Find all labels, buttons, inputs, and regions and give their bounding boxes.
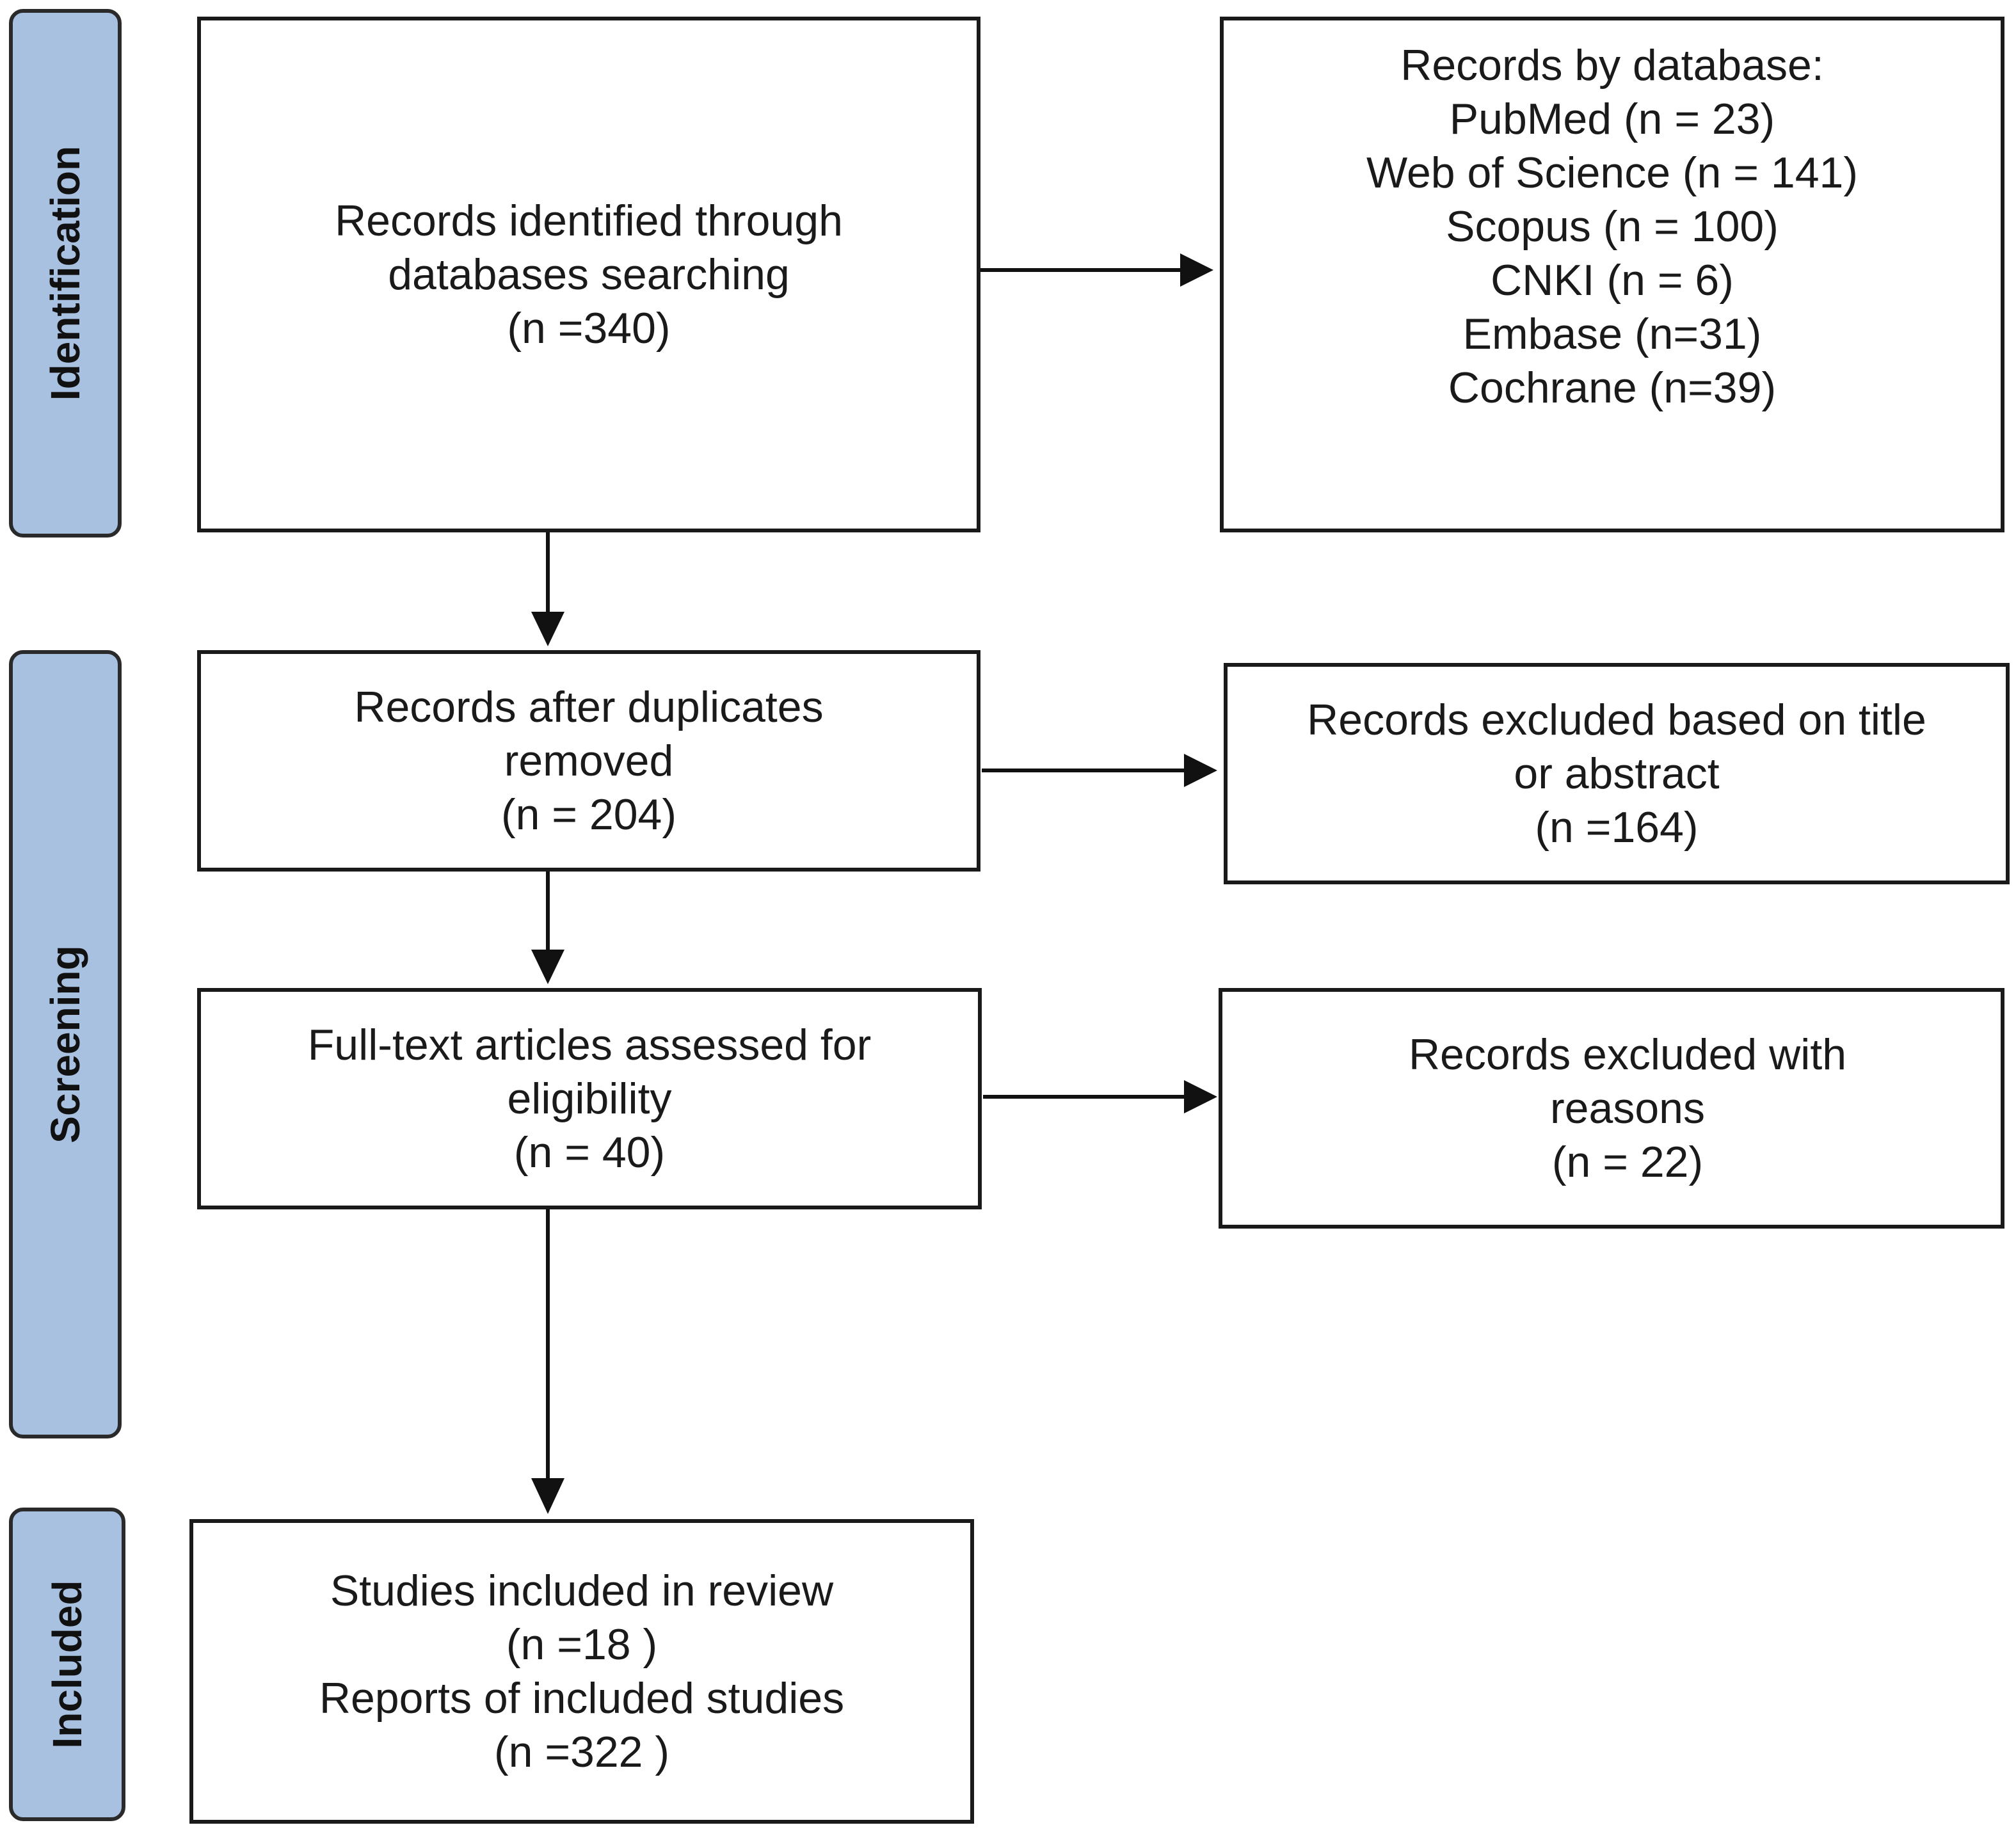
text-line: (n =340) xyxy=(507,304,671,353)
arrow-full-text-to-included xyxy=(531,1209,564,1514)
box-after-duplicates: Records after duplicates removed (n = 20… xyxy=(197,650,980,872)
text-line: Records excluded based on title xyxy=(1307,696,1926,744)
box-studies-included: Studies included in review (n =18 ) Repo… xyxy=(189,1519,974,1824)
box-records-by-database: Records by database: PubMed (n = 23) Web… xyxy=(1220,17,2004,532)
text-line: (n = 204) xyxy=(500,790,677,839)
phase-tab-screening: Screening xyxy=(9,650,122,1438)
text-line: or abstract xyxy=(1514,749,1720,798)
text-line: Web of Science (n = 141) xyxy=(1366,148,1858,197)
arrow-identified-to-duplicates xyxy=(531,532,564,646)
text-line: Reports of included studies xyxy=(319,1674,845,1723)
box-excluded-title-abstract: Records excluded based on title or abstr… xyxy=(1224,663,2010,884)
arrow-full-text-to-excluded-reasons xyxy=(983,1080,1217,1113)
phase-tab-included: Included xyxy=(9,1508,125,1821)
box-studies-included-text: Studies included in review (n =18 ) Repo… xyxy=(319,1564,844,1779)
arrow-duplicates-to-excluded-title xyxy=(982,754,1217,787)
text-line: reasons xyxy=(1550,1084,1705,1133)
text-line: Records after duplicates xyxy=(354,683,824,731)
text-line: Studies included in review xyxy=(330,1566,834,1615)
text-line: (n =164) xyxy=(1535,803,1699,852)
text-line: Cochrane (n=39) xyxy=(1448,363,1777,412)
box-excluded-title-abstract-text: Records excluded based on title or abstr… xyxy=(1307,693,1926,854)
text-line: CNKI (n = 6) xyxy=(1491,256,1734,305)
box-after-duplicates-text: Records after duplicates removed (n = 20… xyxy=(354,680,823,841)
text-line: Records identified through xyxy=(335,196,843,245)
phase-tab-identification: Identification xyxy=(9,9,122,538)
text-line: (n = 40) xyxy=(513,1128,666,1177)
text-line: Records excluded with xyxy=(1408,1030,1847,1079)
text-line: removed xyxy=(504,737,674,785)
text-line: PubMed (n = 23) xyxy=(1449,95,1775,143)
text-line: (n =322 ) xyxy=(493,1728,670,1776)
box-records-identified: Records identified through databases sea… xyxy=(197,17,980,532)
text-line: databases searching xyxy=(388,250,790,299)
box-full-text-assessed-text: Full-text articles assessed for eligibil… xyxy=(308,1018,872,1179)
box-records-identified-text: Records identified through databases sea… xyxy=(335,194,843,355)
text-line: eligibility xyxy=(507,1074,672,1123)
text-line: (n = 22) xyxy=(1551,1138,1704,1186)
text-line: (n =18 ) xyxy=(506,1620,658,1669)
arrow-identified-to-database xyxy=(980,253,1213,287)
arrow-duplicates-to-full-text xyxy=(531,872,564,984)
text-line: Records by database: xyxy=(1400,41,1824,90)
box-full-text-assessed: Full-text articles assessed for eligibil… xyxy=(197,988,982,1209)
text-line: Embase (n=31) xyxy=(1462,310,1762,358)
text-line: Full-text articles assessed for xyxy=(307,1021,872,1069)
box-records-by-database-text: Records by database: PubMed (n = 23) Web… xyxy=(1366,38,1858,415)
box-excluded-with-reasons: Records excluded with reasons (n = 22) xyxy=(1219,988,2004,1229)
box-excluded-with-reasons-text: Records excluded with reasons (n = 22) xyxy=(1409,1028,1846,1189)
text-line: Scopus (n = 100) xyxy=(1446,202,1779,251)
